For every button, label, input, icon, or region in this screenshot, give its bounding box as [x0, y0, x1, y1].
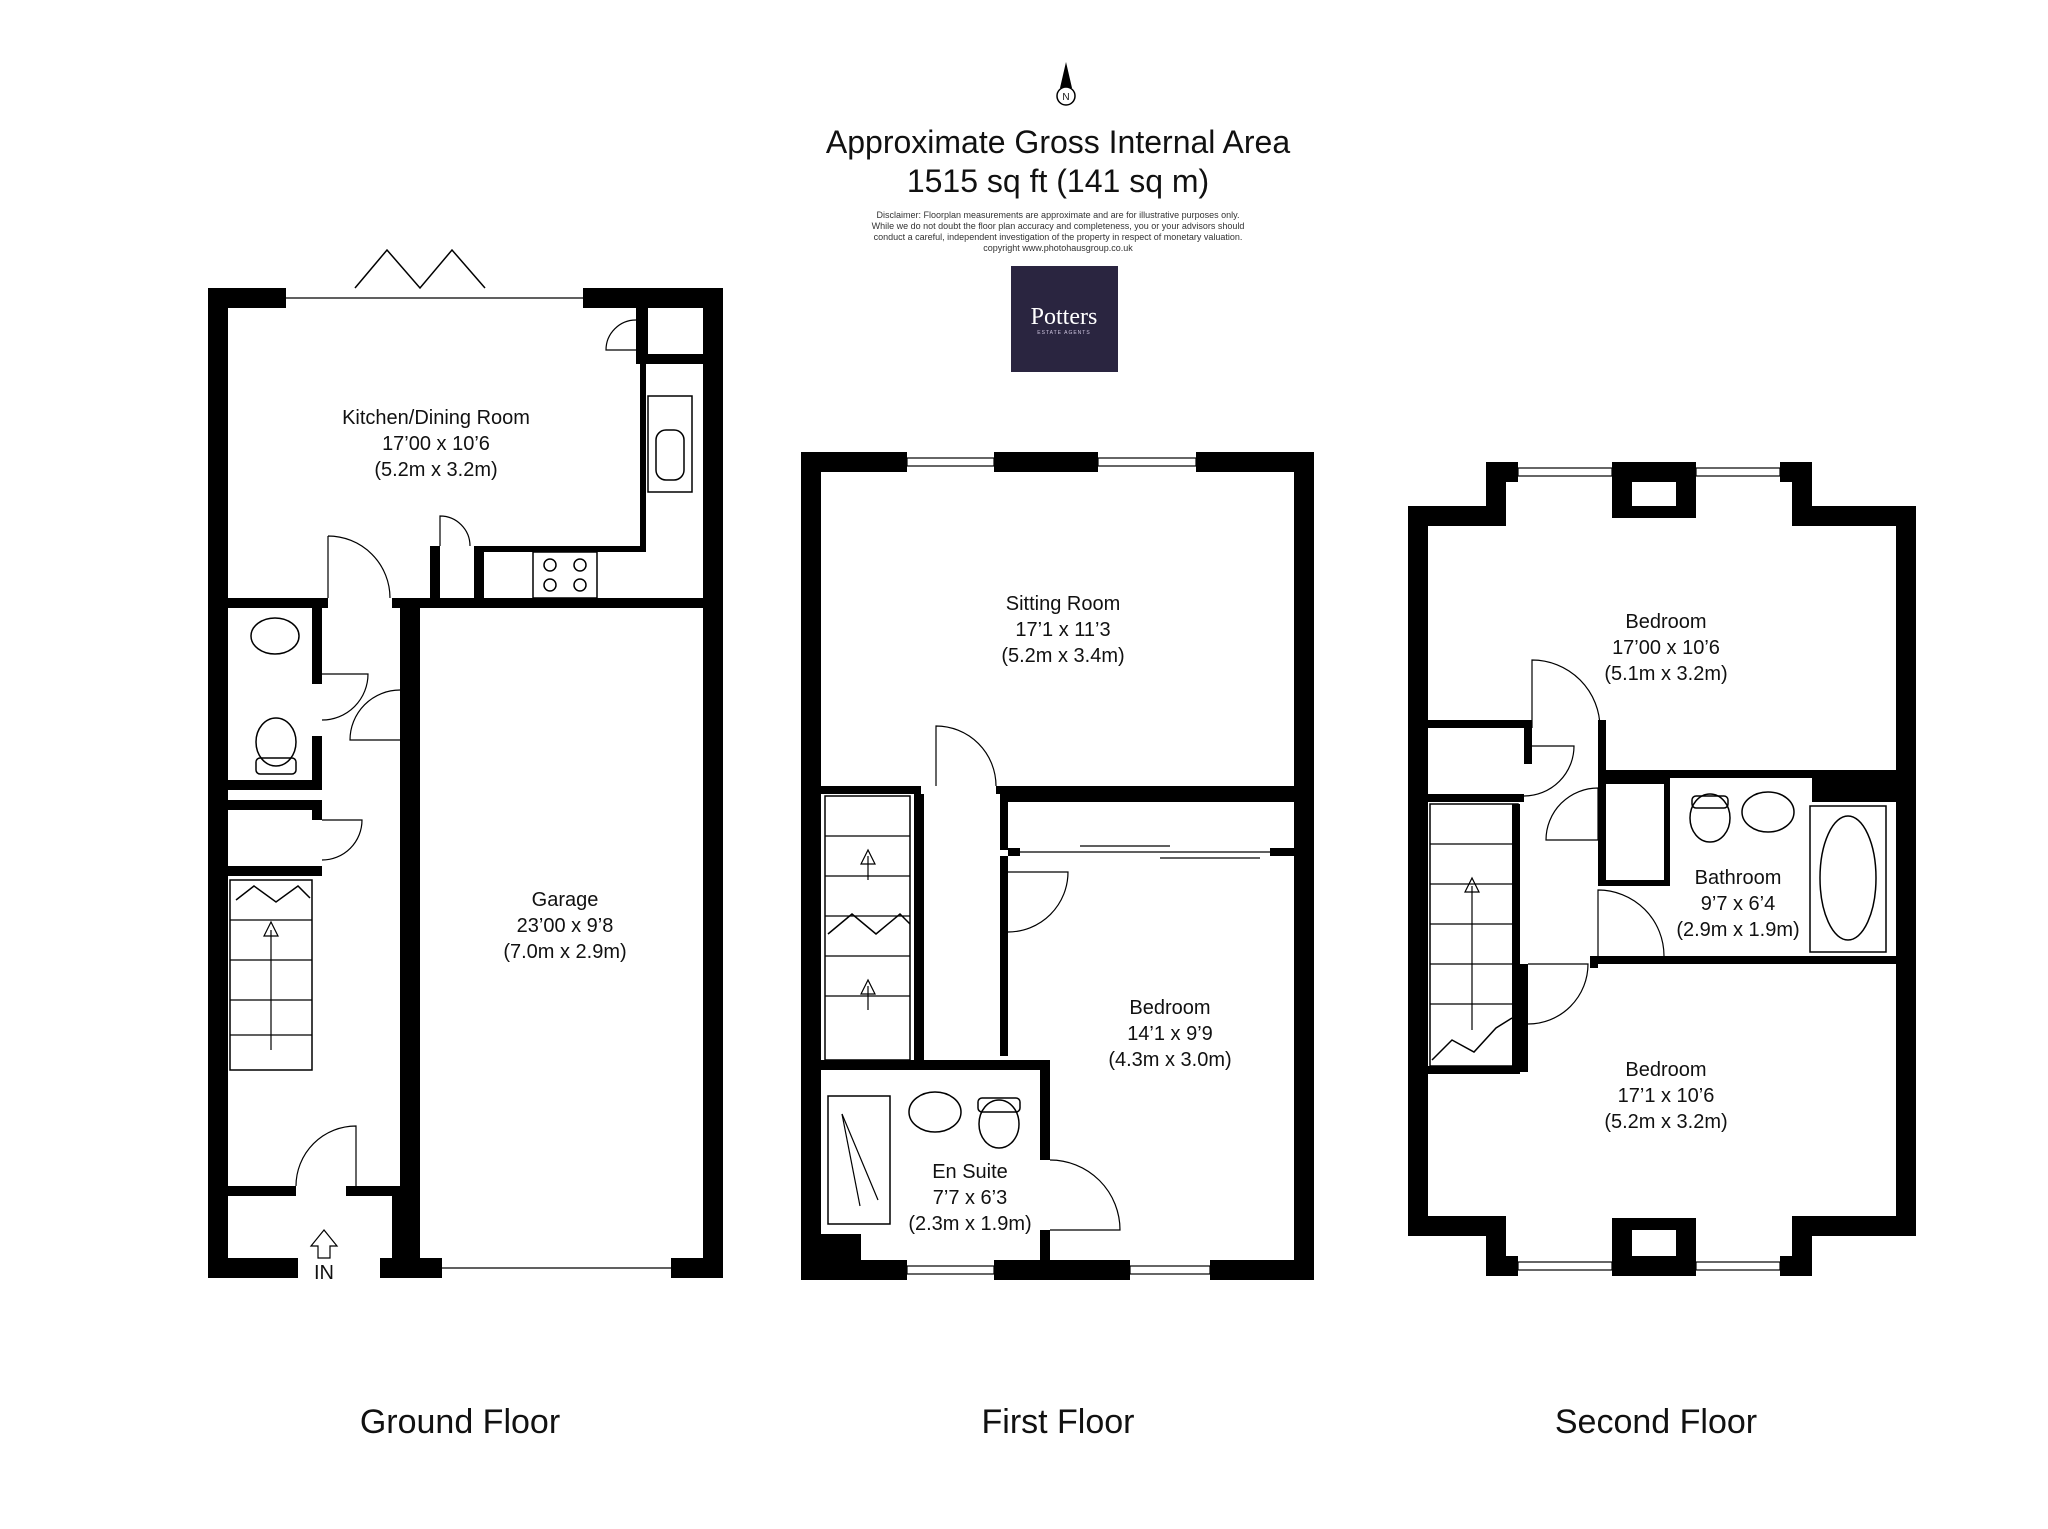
room-name-ensuite: En Suite [932, 1161, 1008, 1183]
room-name-sitting: Sitting Room [1006, 593, 1121, 615]
room-name-bedroom-rear: Bedroom [1625, 1059, 1706, 1081]
disclaimer-line: While we do not doubt the floor plan acc… [872, 221, 1245, 231]
room-dim-ensuite-imperial: 7’7 x 6’3 [933, 1187, 1008, 1209]
room-dim-garage-imperial: 23’00 x 9’8 [517, 915, 614, 937]
room-dim-sitting-metric: (5.2m x 3.4m) [1001, 645, 1124, 667]
room-dim-bedroom-rear-imperial: 17’1 x 10’6 [1618, 1085, 1715, 1107]
entrance-label: IN [314, 1262, 334, 1284]
room-dim-ensuite-metric: (2.3m x 1.9m) [908, 1213, 1031, 1235]
room-dim-bedroom-front-metric: (5.1m x 3.2m) [1604, 663, 1727, 685]
disclaimer-line: conduct a careful, independent investiga… [874, 232, 1243, 242]
stair-arrow-icon [860, 848, 876, 865]
stair-arrow-icon [860, 978, 876, 995]
disclaimer-line: copyright www.photohausgroup.co.uk [983, 243, 1133, 253]
entrance-arrow-icon [309, 1229, 339, 1259]
compass: N [1056, 62, 1076, 106]
room-dim-kitchen-imperial: 17’00 x 10’6 [382, 433, 490, 455]
room-name-bedroom-first: Bedroom [1129, 997, 1210, 1019]
compass-ring [1056, 86, 1076, 106]
area-value: 1515 sq ft (141 sq m) [907, 163, 1209, 199]
stair-arrow-icon [1464, 876, 1480, 893]
floor-name-first: First Floor [982, 1403, 1135, 1441]
logo-background [1011, 266, 1118, 372]
second-floor-plan: Bedroom 17’00 x 10’6 (5.1m x 3.2m) Bathr… [1408, 462, 1916, 1276]
disclaimer: Disclaimer: Floorplan measurements are a… [872, 210, 1245, 253]
room-name-bedroom-front: Bedroom [1625, 611, 1706, 633]
room-dim-kitchen-metric: (5.2m x 3.2m) [374, 459, 497, 481]
room-dim-bedroom-first-imperial: 14’1 x 9’9 [1127, 1023, 1213, 1045]
room-dim-bathroom-metric: (2.9m x 1.9m) [1676, 919, 1799, 941]
area-title: Approximate Gross Internal Area [826, 124, 1290, 160]
room-dim-bedroom-first-metric: (4.3m x 3.0m) [1108, 1049, 1231, 1071]
room-name-bathroom: Bathroom [1695, 867, 1782, 889]
room-name-garage: Garage [532, 889, 599, 911]
logo-text: Potters [1031, 304, 1098, 330]
room-dim-sitting-imperial: 17’1 x 11’3 [1015, 619, 1110, 641]
compass-arrow-icon [1060, 62, 1072, 88]
compass-letter: N [1062, 92, 1069, 103]
logo-subtext: ESTATE AGENTS [1037, 330, 1090, 336]
ground-floor-plan: IN Kitchen/Dining Room 17’00 x 10’6 (5.2… [208, 248, 723, 1284]
floor-name-ground: Ground Floor [360, 1403, 560, 1441]
room-dim-garage-metric: (7.0m x 2.9m) [503, 941, 626, 963]
room-name-kitchen: Kitchen/Dining Room [342, 407, 530, 429]
room-dim-bedroom-front-imperial: 17’00 x 10’6 [1612, 637, 1720, 659]
room-dim-bedroom-rear-metric: (5.2m x 3.2m) [1604, 1111, 1727, 1133]
stair-arrow-icon [263, 920, 279, 937]
first-floor-plan: Sitting Room 17’1 x 11’3 (5.2m x 3.4m) B… [801, 452, 1314, 1280]
agent-logo: Potters ESTATE AGENTS [1011, 266, 1118, 372]
floor-name-second: Second Floor [1555, 1403, 1757, 1441]
disclaimer-line: Disclaimer: Floorplan measurements are a… [877, 210, 1240, 220]
room-dim-bathroom-imperial: 9’7 x 6’4 [1701, 893, 1776, 915]
